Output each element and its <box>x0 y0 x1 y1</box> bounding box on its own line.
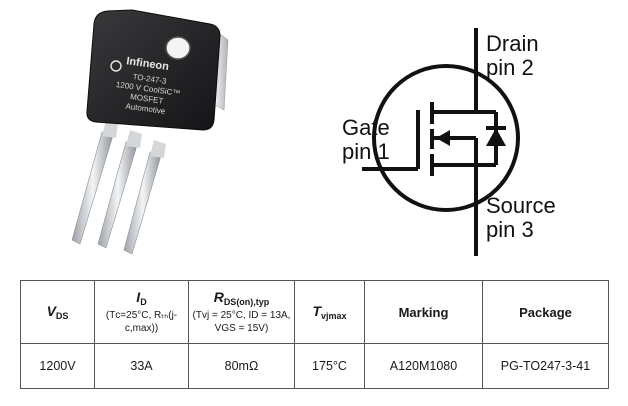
brand-logo-icon <box>110 60 122 72</box>
header-tvj: Tvjmax <box>294 280 365 344</box>
header-vds: VDS <box>20 280 95 344</box>
cell-marking: A120M1080 <box>364 343 483 389</box>
cell-vds: 1200V <box>20 343 95 389</box>
channel-arrow-icon <box>436 130 450 146</box>
header-marking: Marking <box>364 280 483 344</box>
cell-tvj: 175°C <box>294 343 365 389</box>
body-diode-icon <box>486 128 506 146</box>
mosfet-symbol <box>362 28 520 256</box>
header-package: Package <box>482 280 609 344</box>
table-row: 1200V 33A 80mΩ 175°C A120M1080 PG-TO247-… <box>20 343 609 389</box>
header-rds: RDS(on),typ (Tvj = 25°C, ID = 13A, VGS =… <box>188 280 295 344</box>
header-id: ID (Tᴄ=25°C, Rₜₕ(j-c,max)) <box>94 280 189 344</box>
cell-id: 33A <box>94 343 189 389</box>
package-photo: Infineon TO-247-3 1200 V CoolSiC™ MOSFET… <box>71 9 229 255</box>
mounting-hole <box>165 36 191 60</box>
lead-pins <box>71 120 166 255</box>
cell-rds: 80mΩ <box>188 343 295 389</box>
package-brand: Infineon <box>126 55 170 73</box>
drain-label: Drain pin 2 <box>486 31 539 80</box>
source-label: Source pin 3 <box>486 193 556 242</box>
cell-package: PG-TO247-3-41 <box>482 343 609 389</box>
gate-label: Gate pin 1 <box>342 115 390 164</box>
table-header-row: VDS ID (Tᴄ=25°C, Rₜₕ(j-c,max)) RDS(on),t… <box>20 280 609 344</box>
spec-table: VDS ID (Tᴄ=25°C, Rₜₕ(j-c,max)) RDS(on),t… <box>20 280 609 389</box>
